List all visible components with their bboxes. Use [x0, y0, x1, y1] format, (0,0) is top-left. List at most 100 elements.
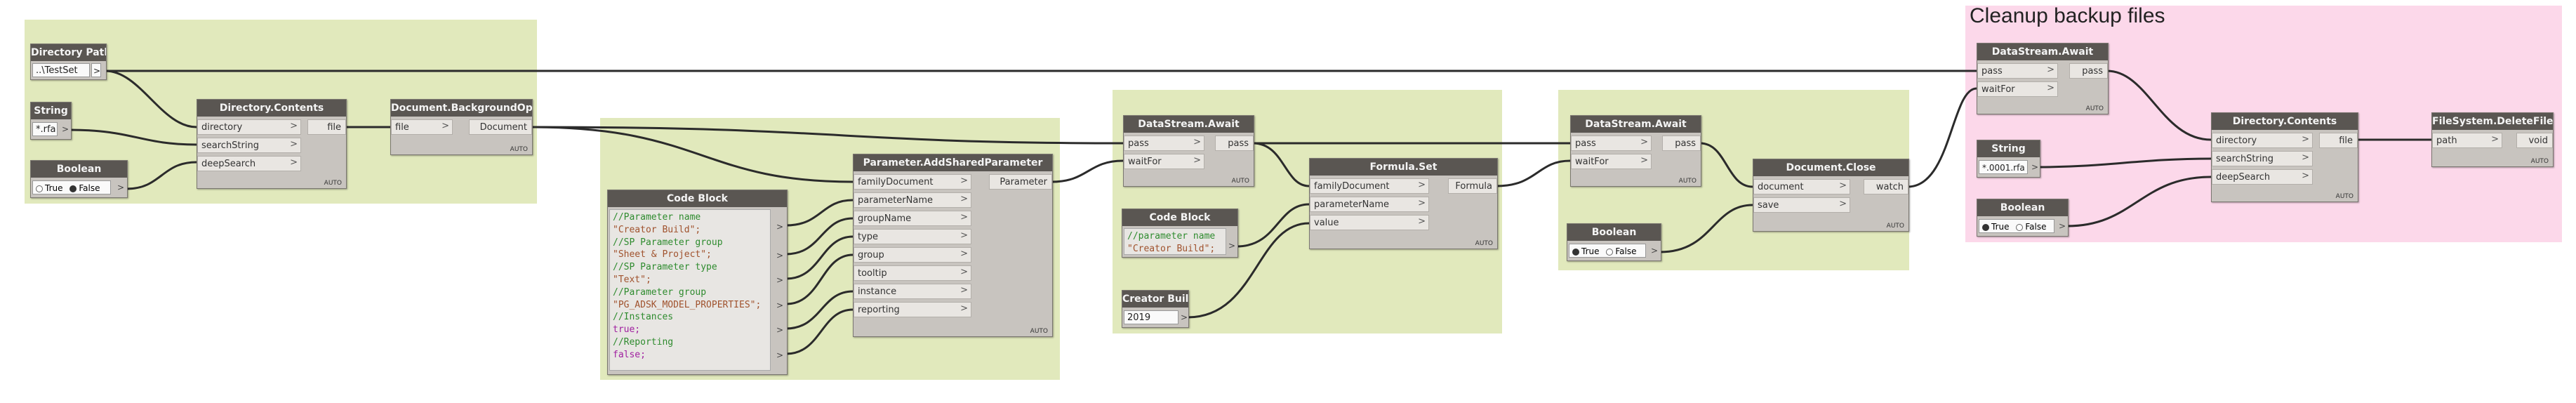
code-line: //Parameter group — [613, 286, 707, 298]
output-port[interactable]: > — [776, 300, 784, 310]
output-port-parameter[interactable]: Parameter — [989, 174, 1052, 190]
output-port-file[interactable]: file — [307, 119, 346, 135]
output-port-pass[interactable]: pass — [1215, 136, 1254, 151]
boolean-toggle[interactable]: True False — [1569, 244, 1646, 258]
datastream-await-node[interactable]: DataStream.Await pass> waitFor> pass AUT… — [1123, 115, 1254, 187]
output-port-pass[interactable]: pass — [2069, 63, 2108, 79]
boolean-node-2[interactable]: Boolean True False > — [1567, 223, 1661, 261]
output-port[interactable]: > — [117, 183, 125, 192]
input-port-directory[interactable]: directory> — [2212, 133, 2313, 148]
false-radio[interactable] — [2016, 223, 2024, 231]
input-port-pass[interactable]: pass> — [1124, 136, 1204, 151]
add-shared-parameter-node[interactable]: Parameter.AddSharedParameter familyDocum… — [853, 154, 1053, 337]
code-block-node[interactable]: Code Block //Parameter name"Creator Buil… — [607, 190, 788, 375]
node-title: Boolean — [1977, 199, 2068, 216]
directory-contents-node-2[interactable]: Directory.Contents directory> searchStri… — [2211, 112, 2358, 202]
output-port[interactable]: > — [776, 325, 784, 335]
datastream-await-node-3[interactable]: DataStream.Await pass> waitFor> pass AUT… — [1977, 43, 2109, 114]
boolean-toggle[interactable]: True False — [1979, 219, 2054, 233]
node-title: Parameter.AddSharedParameter — [854, 154, 1052, 171]
input-port-deepsearch[interactable]: deepSearch> — [2212, 169, 2313, 185]
input-port-document[interactable]: document> — [1753, 179, 1850, 194]
code-block-node-2[interactable]: Code Block //parameter name"Creator Buil… — [1122, 209, 1238, 258]
true-radio[interactable] — [1572, 248, 1579, 256]
string-input[interactable]: *.0001.rfa — [1979, 160, 2028, 174]
node-title: Document.Close — [1753, 159, 1908, 176]
false-radio[interactable] — [69, 185, 77, 192]
directory-path-node[interactable]: Directory Path ..\TestSet > — [30, 44, 107, 80]
output-port-formula[interactable]: Formula — [1448, 178, 1497, 194]
output-port[interactable]: > — [2059, 221, 2066, 231]
input-port-familydocument[interactable]: familyDocument> — [854, 174, 971, 190]
document-background-open-node[interactable]: Document.BackgroundOpen file> Document A… — [390, 99, 533, 155]
node-title: Code Block — [608, 190, 787, 207]
input-port-path[interactable]: path> — [2432, 133, 2502, 148]
output-port-pass[interactable]: pass — [1662, 136, 1701, 151]
wire — [69, 128, 197, 146]
string-node-2[interactable]: String *.0001.rfa > — [1977, 140, 2040, 178]
node-title: Code Block — [1122, 209, 1237, 226]
output-port-void[interactable]: void — [2516, 133, 2553, 148]
browse-button[interactable]: > — [91, 63, 101, 77]
string-input[interactable]: *.rfa — [32, 122, 58, 136]
lacing-label: AUTO — [1886, 223, 1904, 230]
boolean-toggle[interactable]: True False — [32, 180, 111, 194]
input-port-searchstring[interactable]: searchString> — [2212, 151, 2313, 166]
input-port-reporting[interactable]: reporting> — [854, 302, 971, 317]
input-port-value[interactable]: value> — [1310, 215, 1429, 230]
formula-set-node[interactable]: Formula.Set familyDocument> parameterNam… — [1309, 158, 1498, 249]
string-node[interactable]: String *.rfa > — [30, 102, 72, 140]
filesystem-deletefile-node[interactable]: FileSystem.DeleteFile path> void AUTO — [2431, 112, 2554, 167]
input-port-pass[interactable]: pass> — [1977, 63, 2058, 79]
false-radio[interactable] — [1606, 248, 1614, 256]
code-editor[interactable]: //parameter name"Creator Build"; — [1124, 228, 1226, 255]
output-port[interactable]: > — [776, 275, 784, 285]
creator-build-node[interactable]: Creator Build 2019 > — [1122, 290, 1189, 328]
input-port-parametername[interactable]: parameterName> — [1310, 197, 1429, 212]
lacing-label: AUTO — [2530, 158, 2549, 165]
output-port-watch[interactable]: watch — [1864, 179, 1908, 194]
input-port-instance[interactable]: instance> — [854, 284, 971, 299]
input-port-directory[interactable]: directory> — [197, 119, 301, 135]
input-port-type[interactable]: type> — [854, 229, 971, 244]
input-port-waitfor[interactable]: waitFor> — [1571, 154, 1652, 169]
input-port-save[interactable]: save> — [1753, 197, 1850, 213]
code-line: "Sheet & Project"; — [613, 249, 712, 260]
input-port-deepsearch[interactable]: deepSearch> — [197, 156, 301, 171]
output-port[interactable]: > — [2031, 162, 2039, 172]
true-radio[interactable] — [36, 185, 43, 192]
output-port[interactable]: > — [776, 222, 784, 232]
input-port-group[interactable]: group> — [854, 247, 971, 263]
output-port[interactable]: > — [1181, 312, 1188, 322]
output-port-document[interactable]: Document — [469, 119, 532, 135]
true-label: True — [1581, 246, 1600, 256]
lacing-label: AUTO — [1231, 178, 1249, 185]
input-port-waitfor[interactable]: waitFor> — [1977, 81, 2058, 97]
true-radio[interactable] — [1982, 223, 1989, 231]
input-port-groupname[interactable]: groupName> — [854, 211, 971, 226]
input-port-tooltip[interactable]: tooltip> — [854, 265, 971, 281]
directory-path-input[interactable]: ..\TestSet — [32, 63, 90, 77]
output-port-file[interactable]: file — [2319, 133, 2358, 148]
output-port[interactable]: > — [1651, 246, 1659, 256]
output-port[interactable]: > — [1228, 241, 1236, 251]
input-port-pass[interactable]: pass> — [1571, 136, 1652, 151]
boolean-node-3[interactable]: Boolean True False > — [1977, 199, 2069, 237]
wire — [785, 217, 854, 256]
input-port-file[interactable]: file> — [391, 119, 453, 135]
output-port[interactable]: > — [776, 251, 784, 260]
input-port-familydocument[interactable]: familyDocument> — [1310, 178, 1429, 194]
document-close-node[interactable]: Document.Close document> save> watch AUT… — [1753, 159, 1909, 232]
input-port-searchstring[interactable]: searchString> — [197, 138, 301, 153]
node-title: Creator Build — [1122, 291, 1188, 308]
datastream-await-node-2[interactable]: DataStream.Await pass> waitFor> pass AUT… — [1570, 115, 1701, 187]
wire — [785, 308, 854, 355]
code-editor[interactable]: //Parameter name"Creator Build";//SP Par… — [609, 209, 771, 371]
creator-build-input[interactable]: 2019 — [1124, 310, 1179, 324]
boolean-node[interactable]: Boolean True False > — [30, 160, 128, 198]
input-port-waitfor[interactable]: waitFor> — [1124, 154, 1204, 169]
directory-contents-node[interactable]: Directory.Contents directory> searchStri… — [197, 99, 347, 189]
output-port[interactable]: > — [776, 350, 784, 360]
input-port-parametername[interactable]: parameterName> — [854, 192, 971, 208]
output-port[interactable]: > — [62, 124, 69, 134]
